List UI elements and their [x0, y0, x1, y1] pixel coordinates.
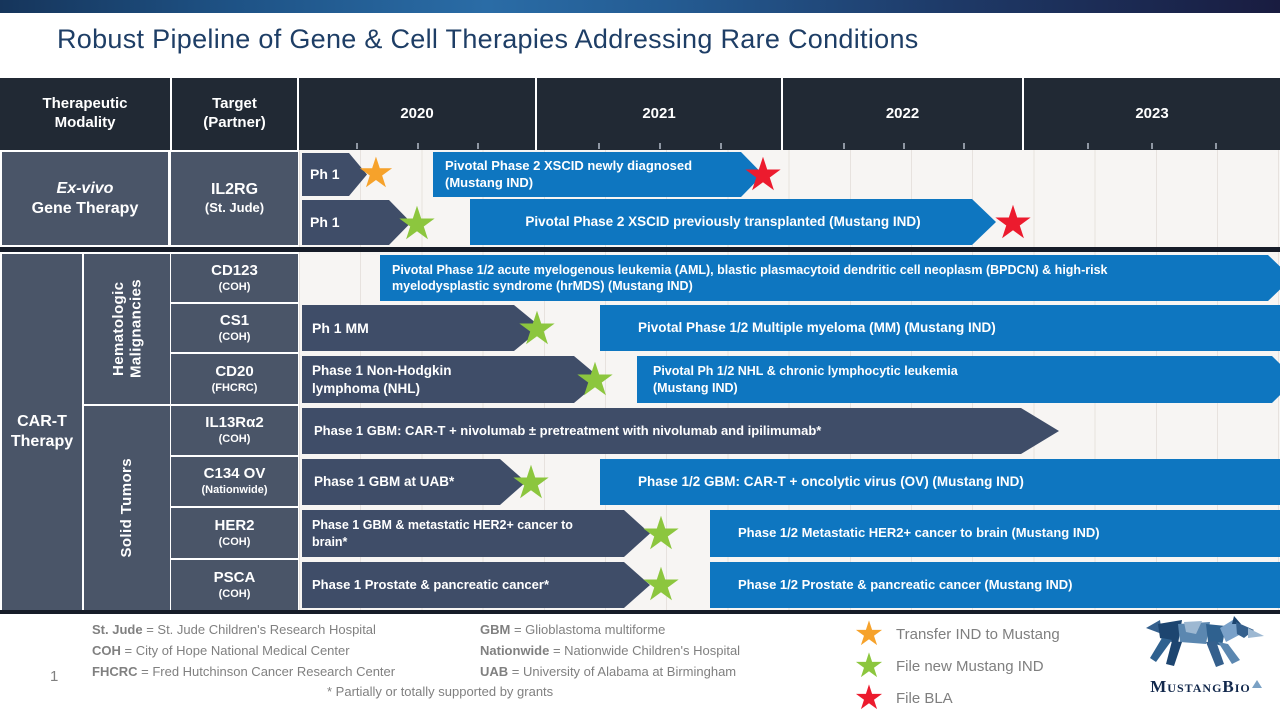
legend-file-bla: File BLA — [850, 682, 953, 714]
col-header-target: Target (Partner) — [172, 78, 297, 150]
file-ind-star-icon — [638, 510, 684, 556]
target-cell-cs1: CS1(COH) — [171, 304, 298, 352]
col-header-modality: Therapeutic Modality — [0, 78, 170, 150]
transfer-ind-star-icon — [355, 152, 397, 194]
footnote-stjude: St. Jude = St. Jude Children's Research … — [92, 622, 376, 637]
page-number: 1 — [50, 668, 59, 685]
bar-c134-ph1: Phase 1 GBM at UAB* — [302, 459, 526, 505]
logo-wordmark: MustangBio — [1136, 677, 1276, 699]
target-cell-il13ra2: IL13Rα2(COH) — [171, 406, 298, 455]
grant-footnote: * Partially or totally supported by gran… — [327, 684, 554, 699]
file-bla-star-icon — [990, 199, 1036, 245]
bottom-divider — [0, 610, 1280, 614]
bar-c134-pivotal: Phase 1/2 GBM: CAR-T + oncolytic virus (… — [600, 459, 1280, 505]
bar-cs1-pivotal: Pivotal Phase 1/2 Multiple myeloma (MM) … — [600, 305, 1280, 351]
bar-cd20-pivotal: Pivotal Ph 1/2 NHL & chronic lymphocytic… — [637, 356, 1280, 403]
bar-her2-ph1: Phase 1 GBM & metastatic HER2+ cancer to… — [302, 510, 650, 557]
bar-il2rg-a-pivotal: Pivotal Phase 2 XSCID newly diagnosed (M… — [433, 152, 763, 197]
footnote-coh: COH = City of Hope National Medical Cent… — [92, 643, 350, 658]
mustangbio-logo: MustangBio — [1136, 614, 1276, 700]
slide-title: Robust Pipeline of Gene & Cell Therapies… — [57, 24, 919, 54]
target-cell-cd20: CD20(FHCRC) — [171, 354, 298, 404]
file-ind-star-icon — [638, 561, 684, 607]
col-header-2023: 2023 — [1024, 78, 1280, 150]
modality-cell-car-t: CAR-T Therapy — [2, 254, 82, 610]
group-cell-solid-tumors: Solid Tumors — [84, 406, 170, 610]
target-cell-psca: PSCA(COH) — [171, 560, 298, 610]
target-cell-her2: HER2(COH) — [171, 508, 298, 558]
bar-il2rg-b-ph1: Ph 1 — [302, 200, 411, 245]
logo-triangle-icon — [1251, 679, 1262, 688]
bar-cd20-ph1: Phase 1 Non-Hodgkin lymphoma (NHL) — [302, 356, 602, 403]
file-ind-star-icon — [850, 649, 888, 683]
top-accent-bar — [0, 0, 1280, 13]
file-bla-star-icon — [740, 151, 786, 197]
bar-il13ra2-ph1: Phase 1 GBM: CAR-T + nivolumab ± pretrea… — [302, 408, 1059, 454]
col-header-2022: 2022 — [783, 78, 1022, 150]
footnote-fhcrc: FHCRC = Fred Hutchinson Cancer Research … — [92, 664, 396, 679]
footnote-nationwide: Nationwide = Nationwide Children's Hospi… — [480, 643, 741, 658]
footnote-uab: UAB = University of Alabama at Birmingha… — [480, 664, 737, 679]
section-divider — [0, 247, 1280, 252]
target-cell-il2rg: IL2RG (St. Jude) — [171, 152, 298, 245]
col-header-2021: 2021 — [537, 78, 781, 150]
modality-cell-ex-vivo: Ex-vivo Gene Therapy — [2, 152, 168, 245]
bar-cd123-pivotal: Pivotal Phase 1/2 acute myelogenous leuk… — [380, 255, 1280, 301]
file-ind-star-icon — [572, 356, 618, 402]
target-cell-cd123: CD123(COH) — [171, 254, 298, 302]
file-ind-star-icon — [514, 305, 560, 351]
transfer-ind-star-icon — [850, 617, 888, 651]
file-ind-star-icon — [394, 200, 440, 246]
legend-file-ind: File new Mustang IND — [850, 650, 1044, 682]
bar-psca-ph1: Phase 1 Prostate & pancreatic cancer* — [302, 562, 650, 608]
group-cell-hematologic: Hematologic Malignancies — [84, 254, 170, 404]
bar-her2-pivotal: Phase 1/2 Metastatic HER2+ cancer to bra… — [710, 510, 1280, 557]
bar-cs1-ph1: Ph 1 MM — [302, 305, 542, 351]
file-bla-star-icon — [850, 681, 888, 715]
mustang-horse-icon — [1146, 616, 1264, 667]
bar-psca-pivotal: Phase 1/2 Prostate & pancreatic cancer (… — [710, 562, 1280, 608]
bar-il2rg-b-pivotal: Pivotal Phase 2 XSCID previously transpl… — [470, 199, 996, 245]
footnote-gbm: GBM = Glioblastoma multiforme — [480, 622, 666, 637]
legend-transfer-ind: Transfer IND to Mustang — [850, 618, 1060, 650]
target-cell-c134: C134 OV(Nationwide) — [171, 457, 298, 506]
col-header-2020: 2020 — [299, 78, 535, 150]
file-ind-star-icon — [508, 459, 554, 505]
